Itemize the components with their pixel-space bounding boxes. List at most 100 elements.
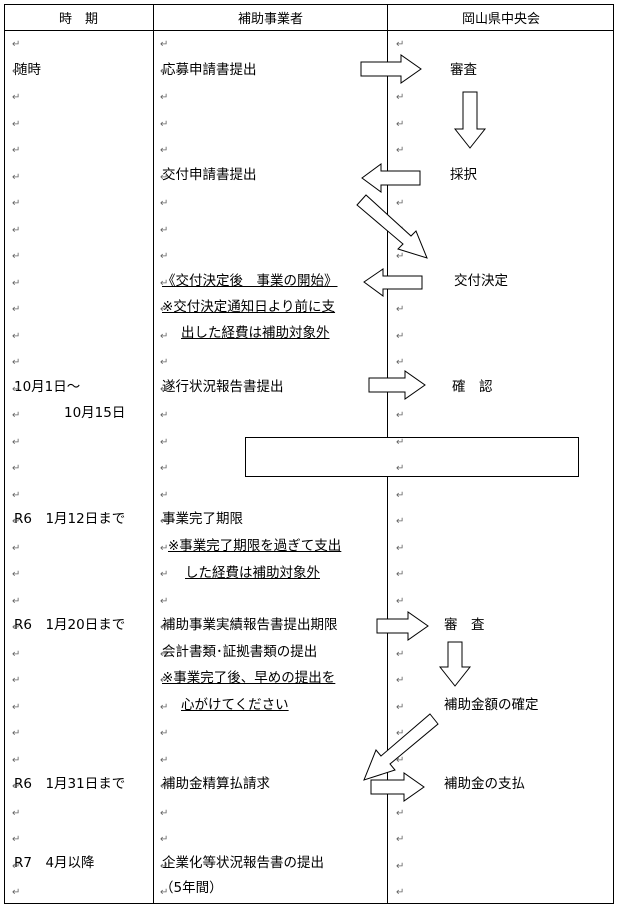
paragraph-mark: ↵: [396, 490, 405, 501]
paragraph-mark: ↵: [396, 198, 405, 209]
paragraph-mark: ↵: [12, 119, 21, 130]
paragraph-mark: ↵: [12, 887, 21, 898]
paragraph-mark: ↵: [396, 808, 405, 819]
paragraph-mark: ↵: [396, 251, 405, 262]
paragraph-mark: ↵: [160, 702, 169, 713]
paragraph-mark: ↵: [396, 331, 405, 342]
progress-report-submission: 遂行状況報告書提出: [162, 379, 284, 395]
paragraph-mark: ↵: [160, 834, 169, 845]
arrow-right-icon: [370, 772, 425, 802]
paragraph-mark: ↵: [12, 516, 21, 527]
performance-report-deadline: 補助事業実績報告書提出期限: [162, 617, 338, 633]
arrow-right-icon: [360, 54, 422, 84]
center-grant-decision: 交付決定: [454, 273, 508, 289]
center-confirmation: 確 認: [452, 379, 493, 395]
center-amount-determination: 補助金額の確定: [444, 697, 539, 713]
paragraph-mark: ↵: [396, 357, 405, 368]
paragraph-mark: ↵: [160, 543, 169, 554]
paragraph-mark: ↵: [160, 357, 169, 368]
arrow-diagonal-down-right-icon: [356, 194, 428, 259]
paragraph-mark: ↵: [160, 119, 169, 130]
early-submission-note-2: 心がけてください: [181, 697, 289, 713]
paragraph-mark: ↵: [396, 463, 405, 474]
paragraph-mark: ↵: [160, 225, 169, 236]
grant-application-submission: 交付申請書提出: [162, 167, 257, 183]
time-after-april: R7 4月以降: [14, 855, 95, 871]
paragraph-mark: ↵: [12, 172, 21, 183]
paragraph-mark: ↵: [12, 251, 21, 262]
mid-audit-box: [245, 437, 579, 477]
paragraph-mark: ↵: [396, 649, 405, 660]
time-report-deadline: R6 1月20日まで: [14, 617, 126, 633]
paragraph-mark: ↵: [12, 596, 21, 607]
column-divider-1: [153, 4, 154, 904]
paragraph-mark: ↵: [396, 728, 405, 739]
paragraph-mark: ↵: [160, 92, 169, 103]
accounting-documents-submission: 会計書類･証拠書類の提出: [162, 644, 318, 660]
late-expense-note-2: した経費は補助対象外: [185, 565, 320, 581]
paragraph-mark: ↵: [396, 39, 405, 50]
paragraph-mark: ↵: [12, 410, 21, 421]
paragraph-mark: ↵: [160, 145, 169, 156]
paragraph-mark: ↵: [12, 145, 21, 156]
arrow-diagonal-down-left-icon: [363, 713, 439, 781]
paragraph-mark: ↵: [160, 384, 169, 395]
paragraph-mark: ↵: [160, 887, 169, 898]
paragraph-mark: ↵: [396, 755, 405, 766]
paragraph-mark: ↵: [160, 251, 169, 262]
paragraph-mark: ↵: [12, 304, 21, 315]
paragraph-mark: ↵: [12, 675, 21, 686]
paragraph-mark: ↵: [396, 516, 405, 527]
center-selection: 採択: [450, 167, 477, 183]
paragraph-mark: ↵: [12, 331, 21, 342]
paragraph-mark: ↵: [12, 543, 21, 554]
paragraph-mark: ↵: [12, 198, 21, 209]
paragraph-mark: ↵: [12, 755, 21, 766]
arrow-left-icon: [361, 163, 421, 193]
pre-decision-expense-note-1: ※交付決定通知日より前に支: [162, 299, 336, 315]
paragraph-mark: ↵: [160, 861, 169, 872]
paragraph-mark: ↵: [396, 304, 405, 315]
paragraph-mark: ↵: [160, 516, 169, 527]
arrow-down-icon: [438, 641, 472, 687]
time-oct-start: 10月1日～: [14, 379, 81, 395]
paragraph-mark: ↵: [160, 622, 169, 633]
paragraph-mark: ↵: [160, 172, 169, 183]
paragraph-mark: ↵: [12, 622, 21, 633]
project-start-note: 《交付決定後 事業の開始》: [162, 273, 338, 289]
paragraph-mark: ↵: [396, 702, 405, 713]
paragraph-mark: ↵: [160, 755, 169, 766]
time-oct-end: 10月15日: [64, 405, 126, 421]
paragraph-mark: ↵: [396, 410, 405, 421]
paragraph-mark: ↵: [12, 490, 21, 501]
early-submission-note-1: ※事業完了後、早めの提出を: [162, 670, 336, 686]
center-review-2: 審 査: [444, 617, 485, 633]
header-period: 時 期: [58, 12, 98, 27]
time-anytime: 随時: [14, 62, 41, 78]
paragraph-mark: ↵: [12, 225, 21, 236]
completion-deadline: 事業完了期限: [162, 511, 243, 527]
paragraph-mark: ↵: [12, 92, 21, 103]
paragraph-mark: ↵: [160, 675, 169, 686]
commercialization-report-submission: 企業化等状況報告書の提出: [162, 855, 324, 871]
paragraph-mark: ↵: [160, 463, 169, 474]
arrow-down-icon: [453, 91, 487, 149]
paragraph-mark: ↵: [396, 675, 405, 686]
paragraph-mark: ↵: [396, 596, 405, 607]
paragraph-mark: ↵: [12, 861, 21, 872]
paragraph-mark: ↵: [12, 834, 21, 845]
paragraph-mark: ↵: [160, 437, 169, 448]
paragraph-mark: ↵: [160, 66, 169, 77]
late-expense-note-1: ※事業完了期限を過ぎて支出: [168, 538, 342, 554]
paragraph-mark: ↵: [396, 569, 405, 580]
paragraph-mark: ↵: [160, 808, 169, 819]
paragraph-mark: ↵: [396, 887, 405, 898]
paragraph-mark: ↵: [396, 119, 405, 130]
paragraph-mark: ↵: [160, 649, 169, 660]
paragraph-mark: ↵: [160, 331, 169, 342]
time-claim-deadline: R6 1月31日まで: [14, 776, 126, 792]
paragraph-mark: ↵: [12, 808, 21, 819]
pre-decision-expense-note-2: 出した経費は補助対象外: [181, 325, 330, 341]
paragraph-mark: ↵: [160, 569, 169, 580]
